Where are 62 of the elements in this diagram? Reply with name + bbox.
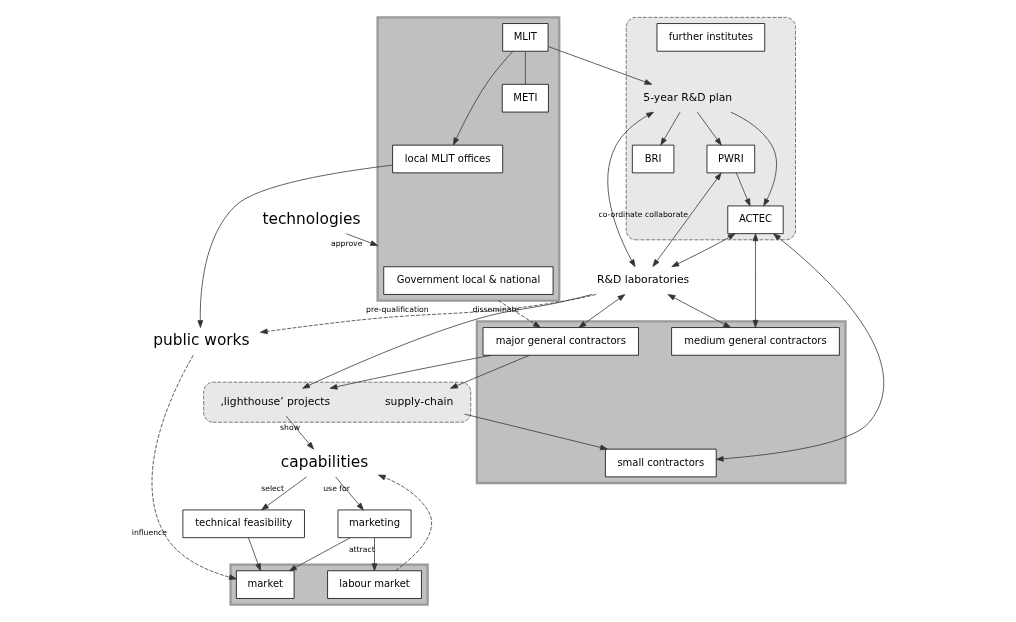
arrow xyxy=(652,172,722,267)
node-box: medium general contractors xyxy=(671,327,840,356)
node-box: ACTEC xyxy=(727,205,784,235)
arrow xyxy=(547,46,653,85)
arrow xyxy=(378,474,432,571)
node-box: labour market xyxy=(327,570,422,599)
node-box: further institutes xyxy=(656,23,766,52)
arrow xyxy=(450,354,530,389)
node-text: supply-chain xyxy=(385,395,454,409)
edge-label: influence xyxy=(131,528,168,538)
node-text: technologies xyxy=(262,209,361,228)
edge-label: use for xyxy=(323,484,350,494)
arrow xyxy=(715,233,884,462)
edge-label: attract xyxy=(348,544,375,554)
arrow xyxy=(248,537,261,572)
node-text: ‚lighthouse’ projects xyxy=(220,395,331,409)
node-text: public works xyxy=(153,331,250,350)
arrow xyxy=(261,476,307,511)
node-box: technical feasibility xyxy=(182,509,305,539)
edge-label: co-ordinate collaborate xyxy=(598,210,689,220)
arrow xyxy=(335,476,364,511)
node-box: marketing xyxy=(337,509,412,539)
arrow xyxy=(371,537,378,572)
arrow xyxy=(696,111,722,146)
cluster xyxy=(376,16,561,302)
edge-label: select xyxy=(261,484,285,493)
node-text: capabilities xyxy=(280,452,369,471)
node-box: local MLIT offices xyxy=(392,144,504,174)
edge-label: approve xyxy=(330,238,363,248)
arrow xyxy=(730,111,777,207)
arrow xyxy=(289,537,351,572)
node-box: small contractors xyxy=(605,448,717,478)
arrow xyxy=(260,294,597,335)
arrow xyxy=(151,354,237,580)
node-text: 5-year R&D plan xyxy=(643,91,733,105)
node-text: R&D laboratories xyxy=(597,273,690,287)
edge-label: disseminate xyxy=(472,304,520,314)
arrow xyxy=(735,172,751,207)
arrow xyxy=(302,294,593,389)
arrow xyxy=(345,233,378,246)
node-box: market xyxy=(235,570,295,599)
arrow xyxy=(752,233,759,328)
arrow xyxy=(498,300,541,328)
connector xyxy=(524,50,526,85)
edge-label: pre-qualification xyxy=(366,305,429,315)
arrow xyxy=(453,50,514,146)
arrow xyxy=(197,164,393,328)
edge-label: show xyxy=(280,423,300,433)
node-box: PWRI xyxy=(706,144,756,174)
node-box: BRI xyxy=(631,144,675,174)
arrow xyxy=(660,111,681,146)
arrow xyxy=(578,294,626,328)
arrow xyxy=(671,233,736,268)
node-box: MLIT xyxy=(502,23,549,52)
node-box: METI xyxy=(501,83,549,113)
node-box: major general contractors xyxy=(482,327,639,356)
arrow xyxy=(285,415,314,450)
arrow xyxy=(667,294,731,328)
arrow xyxy=(464,413,608,451)
arrow xyxy=(607,111,654,268)
arrow xyxy=(329,354,492,390)
node-box: Government local & national xyxy=(383,266,554,295)
